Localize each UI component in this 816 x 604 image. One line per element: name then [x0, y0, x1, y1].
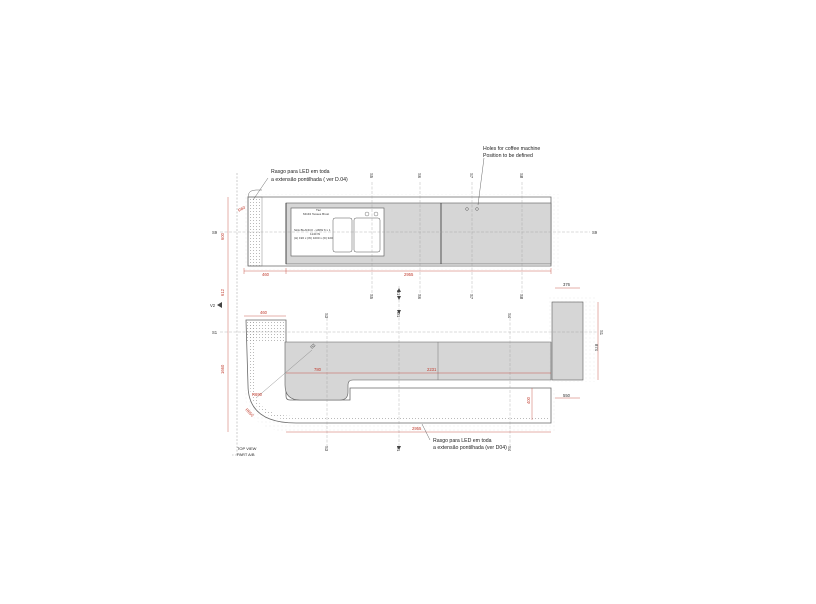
view-subtitle: PART A/B — [237, 452, 255, 457]
section-s5-bottom: S5 — [369, 294, 374, 300]
section-s7-bottom: S7 — [469, 294, 474, 300]
section-s4-bottom: S4 — [507, 446, 512, 452]
dim-lower-run: 2231 — [427, 367, 437, 372]
dim-right-height: 874 — [594, 344, 599, 352]
section-s1-right: S1 — [599, 330, 604, 336]
section-s1-left: S1 — [212, 330, 218, 335]
section-s6-bottom: S6 — [417, 294, 422, 300]
section-d1-mid: D1 — [396, 312, 401, 318]
section-s9-right: S9 — [592, 230, 598, 235]
sink-label-brand: MCZ2 Tesses Brust — [303, 212, 329, 216]
note-coffee-line2: Position to be defined — [483, 153, 533, 159]
section-s8-bottom: S8 — [519, 294, 524, 300]
dim-upper-total: 2955 — [404, 272, 414, 277]
section-s3-bottom: S3 — [324, 446, 329, 452]
section-s8-top: S8 — [519, 173, 524, 179]
section-s6-top: S6 — [417, 173, 422, 179]
note-coffee-line1: Holes for coffee machine — [483, 146, 540, 152]
sink-spec-2: 1140 W — [310, 232, 320, 236]
note-led-top-line1: Rasgo para LED em toda — [271, 169, 330, 175]
room-outline — [232, 173, 238, 456]
dim-lower-inner: 780 — [314, 367, 322, 372]
section-s2: S2 — [309, 342, 317, 350]
lower-counter — [244, 318, 556, 432]
section-s4-top: S4 — [507, 313, 512, 319]
dim-corner-r1: R690 — [252, 392, 263, 397]
dim-lower-left-width: 460 — [260, 310, 268, 315]
dim-right-bottom: 550 — [563, 393, 571, 398]
dim-middle-gap: 612 — [220, 288, 225, 296]
section-s7-top: S7 — [469, 173, 474, 179]
dim-upper-left-width: 460 — [262, 272, 270, 277]
dim-right-top: 376 — [563, 282, 571, 287]
dim-corner-r3: R60 — [237, 204, 247, 213]
right-block — [549, 295, 595, 382]
diagonal-section — [255, 349, 313, 399]
section-d1-top: D1 — [396, 290, 401, 296]
section-s9-left: S9 — [212, 230, 218, 235]
note-led-bottom-line1: Rasgo para LED em toda — [433, 438, 492, 444]
note-led-top-line2: a extensão pontilhada ( ver D.04) — [271, 177, 348, 183]
sink-spec-1: Sink BLANCO - HMW 6 x 1 — [294, 228, 331, 232]
dim-upper-depth: 600 — [220, 232, 225, 240]
coffee-holes — [465, 207, 479, 211]
dim-lower-total: 2955 — [412, 426, 422, 431]
section-arrows — [217, 288, 401, 450]
dim-corner-r2: R650 — [244, 407, 255, 418]
dim-bottom-offset: 400 — [526, 396, 531, 404]
section-d1-bottom: D1 — [396, 446, 401, 452]
section-v2: V2 — [210, 303, 216, 308]
sink-label-top: Tier — [316, 208, 321, 212]
dim-lower-depth: 1660 — [220, 364, 225, 374]
section-s3-top: S3 — [324, 313, 329, 319]
note-led-bottom-line2: a extensão pontilhada (ver D04) — [433, 445, 507, 451]
view-title: TOP VIEW — [237, 446, 257, 451]
sink-spec-3: (H) 196 x (W) 1000 x (D) 320 — [294, 236, 333, 240]
section-s5-top: S5 — [369, 173, 374, 179]
dimension-lines — [227, 197, 599, 433]
leader-lines — [252, 157, 485, 441]
